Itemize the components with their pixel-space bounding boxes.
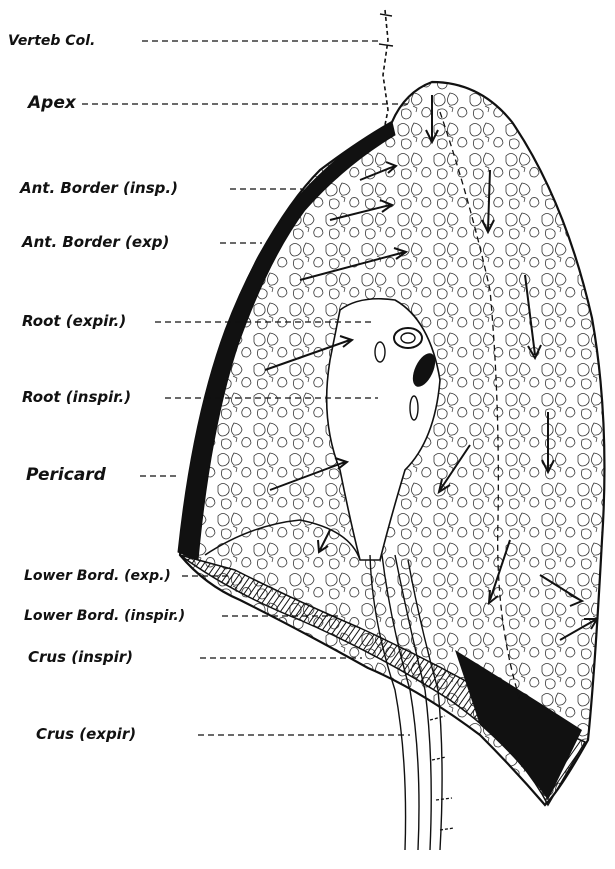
label-ant-border-exp: Ant. Border (exp) bbox=[22, 235, 169, 250]
label-apex: Apex bbox=[28, 95, 76, 112]
label-crus-inspir: Crus (inspir) bbox=[28, 650, 133, 665]
vertebral-column-line bbox=[383, 10, 388, 130]
label-ant-border-insp: Ant. Border (insp.) bbox=[20, 181, 178, 196]
label-verteb-col: Verteb Col. bbox=[8, 34, 95, 48]
label-pericard: Pericard bbox=[26, 467, 106, 484]
label-lower-bord-exp: Lower Bord. (exp.) bbox=[24, 569, 171, 583]
label-root-inspir: Root (inspir.) bbox=[22, 390, 131, 405]
label-root-expir: Root (expir.) bbox=[22, 314, 126, 329]
label-crus-expir: Crus (expir) bbox=[36, 727, 136, 742]
label-lower-bord-inspir: Lower Bord. (inspir.) bbox=[24, 609, 185, 623]
